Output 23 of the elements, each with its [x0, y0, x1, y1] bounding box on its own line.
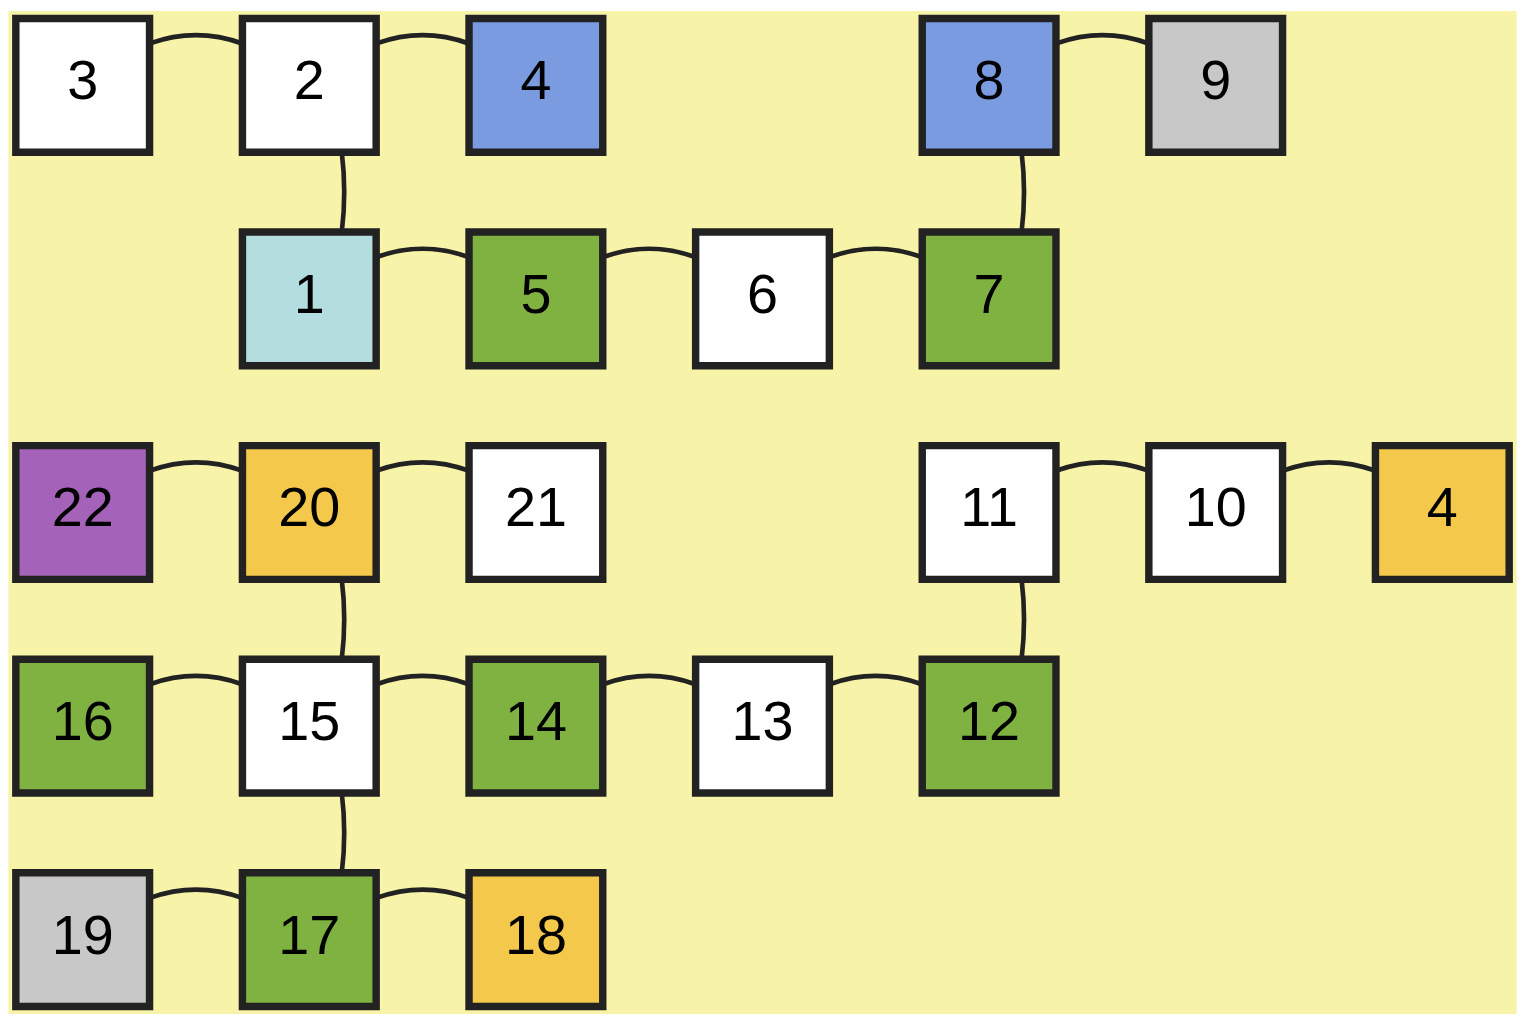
node-box: 3 [12, 14, 154, 156]
node-box: 4 [465, 14, 607, 156]
node-box: 8 [918, 14, 1060, 156]
node-box: 22 [12, 441, 154, 584]
node-box: 11 [918, 441, 1060, 584]
node-box: 14 [465, 655, 607, 797]
node-box: 17 [238, 869, 380, 1011]
node-box: 18 [465, 869, 607, 1011]
node-box: 1 [238, 228, 380, 370]
node-box: 7 [918, 228, 1060, 370]
node-box: 5 [465, 228, 607, 370]
node-box: 12 [918, 655, 1060, 797]
node-box: 19 [12, 869, 154, 1011]
node-box: 16 [12, 655, 154, 797]
node-box: 13 [691, 655, 834, 797]
node-box: 10 [1145, 441, 1287, 584]
node-box: 20 [238, 441, 380, 584]
node-box: 21 [465, 441, 607, 584]
node-box: 4 [1371, 441, 1513, 584]
node-box: 9 [1145, 14, 1287, 156]
node-box: 6 [691, 228, 834, 370]
node-box: 2 [238, 14, 380, 156]
node-box: 15 [238, 655, 380, 797]
